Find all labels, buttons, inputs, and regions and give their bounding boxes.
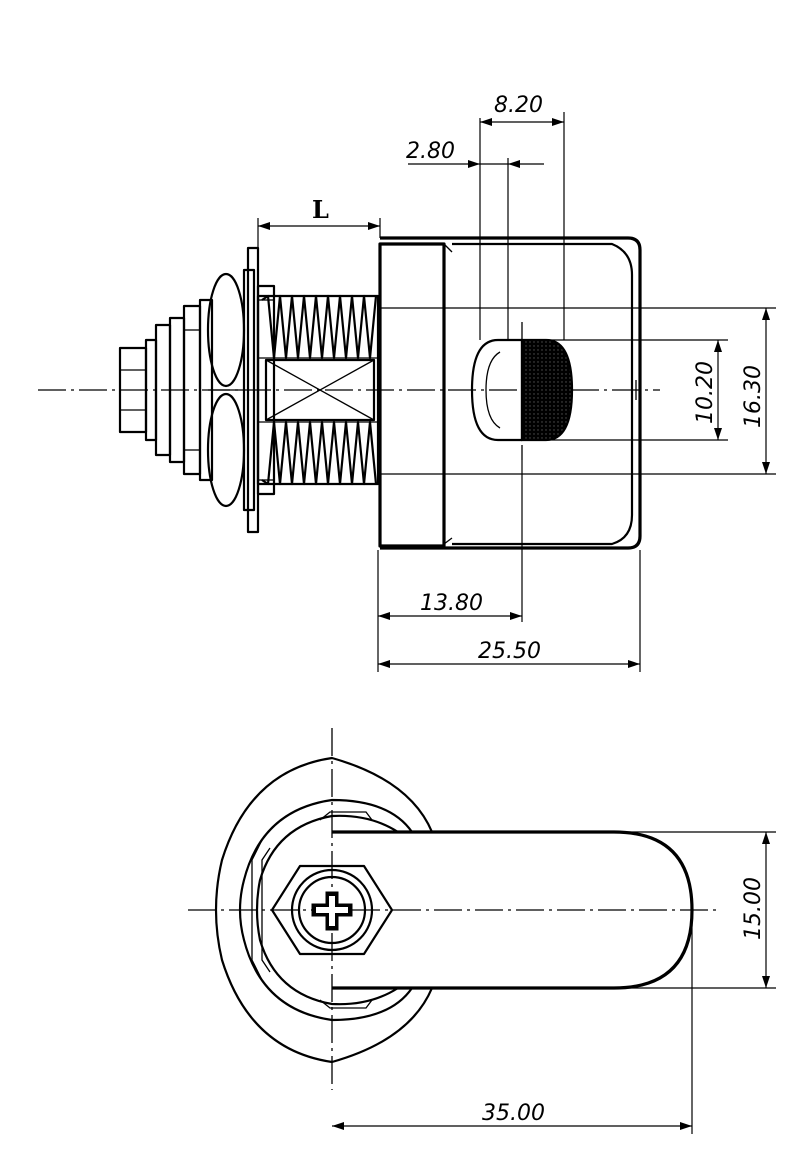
ring-notch-top: [319, 811, 373, 821]
dim-2-80: 2.80: [406, 139, 544, 340]
dim-10-20: 10.20: [540, 339, 728, 441]
dim-15-00: 15.00: [614, 831, 776, 989]
dim-16-30: 16.30: [378, 307, 776, 475]
front-view: 15.00 35.00: [188, 728, 776, 1134]
dim-label-8-20: 8.20: [494, 93, 543, 118]
dim-25-50: 25.50: [378, 550, 641, 672]
dim-label-13-80: 13.80: [420, 591, 483, 616]
dim-label-35-00: 35.00: [482, 1101, 545, 1126]
knob-body: [378, 236, 642, 550]
hex-head: [270, 864, 394, 956]
dim-35-00: 35.00: [332, 910, 693, 1134]
lock-washers: [206, 272, 246, 508]
threaded-body: [256, 294, 380, 486]
keyhole-slot: [470, 338, 574, 442]
hex-nut: [118, 298, 214, 482]
screw-head-inner: [297, 875, 367, 945]
dim-13-80: 13.80: [377, 460, 523, 672]
dim-L: L: [257, 195, 381, 292]
outer-flange: [214, 756, 434, 1064]
side-view: 8.20 2.80 L 10.20: [38, 93, 776, 672]
dim-label-15-00: 15.00: [741, 877, 766, 940]
dim-label-L: L: [312, 195, 329, 224]
phillips-cross-inner: [316, 896, 348, 926]
dim-8-20: 8.20: [479, 93, 565, 340]
ring-notch-bottom: [319, 999, 373, 1009]
dim-label-10-20: 10.20: [693, 361, 718, 424]
dim-label-2-80: 2.80: [406, 139, 455, 164]
dim-label-16-30: 16.30: [741, 365, 766, 428]
screw-head-outer: [290, 868, 374, 952]
dim-label-25-50: 25.50: [478, 639, 541, 664]
